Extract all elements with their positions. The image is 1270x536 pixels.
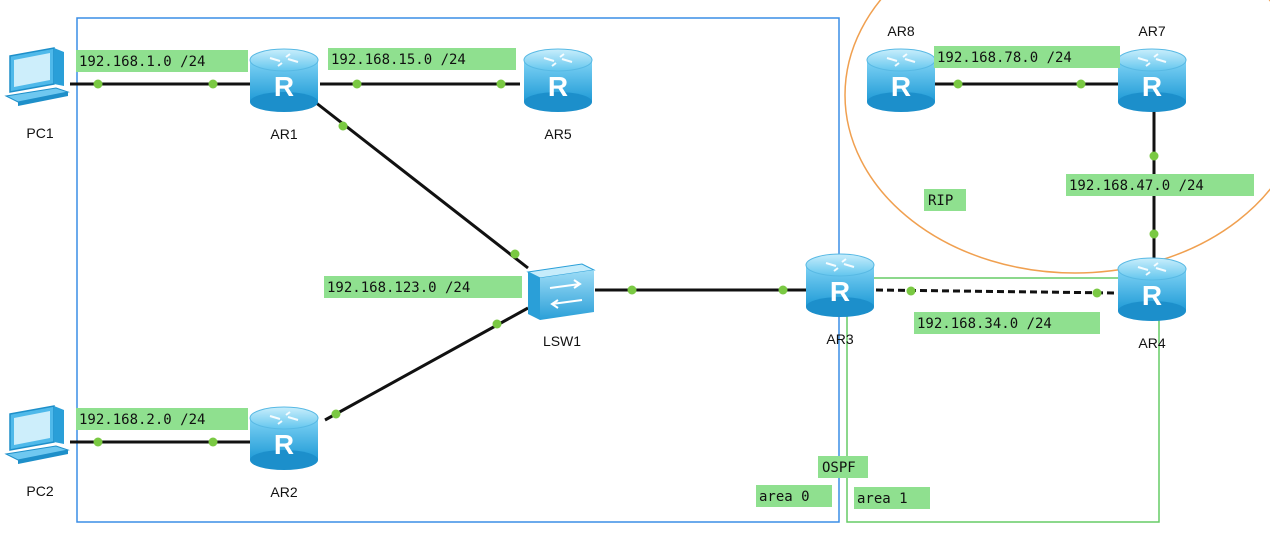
svg-text:192.168.47.0 /24: 192.168.47.0 /24: [1069, 178, 1204, 194]
region-label-ospf: OSPF: [818, 456, 868, 478]
device-ar1[interactable]: AR1: [249, 48, 319, 142]
device-pc2[interactable]: PC2: [5, 405, 69, 499]
device-ar4[interactable]: AR4: [1117, 257, 1187, 351]
device-label: AR8: [887, 23, 914, 39]
device-pc1[interactable]: PC1: [5, 47, 69, 141]
device-lsw1[interactable]: LSW1: [527, 263, 595, 349]
svg-text:RIP: RIP: [928, 193, 953, 209]
svg-text:area 0: area 0: [759, 489, 810, 505]
svg-text:area 1: area 1: [857, 491, 908, 507]
device-label: AR2: [270, 484, 297, 500]
switch-icon: [527, 263, 595, 321]
device-ar8[interactable]: AR8: [866, 23, 936, 113]
router-icon: [249, 406, 319, 471]
region-label-area0: area 0: [756, 485, 832, 507]
net-label-192-168-34: 192.168.34.0 /24: [914, 312, 1100, 334]
svg-text:192.168.78.0 /24: 192.168.78.0 /24: [937, 50, 1072, 66]
device-label: AR5: [544, 126, 571, 142]
links: [70, 82, 1156, 444]
device-ar2[interactable]: AR2: [249, 406, 319, 500]
svg-text:192.168.1.0 /24: 192.168.1.0 /24: [79, 54, 205, 70]
device-label: AR4: [1138, 335, 1165, 351]
link-ar3-ar4: [875, 288, 1119, 295]
net-label-192-168-15: 192.168.15.0 /24: [328, 48, 516, 70]
net-label-192-168-47: 192.168.47.0 /24: [1066, 174, 1254, 196]
device-label: LSW1: [543, 333, 581, 349]
port-dots: [93, 79, 1159, 447]
region-label-rip: RIP: [924, 189, 966, 211]
link-ar1-lsw1: [314, 100, 529, 270]
device-ar7[interactable]: AR7: [1117, 23, 1187, 113]
svg-text:192.168.15.0 /24: 192.168.15.0 /24: [331, 52, 466, 68]
area0-border: [76, 17, 840, 523]
pc-icon: [5, 47, 69, 107]
device-ar5[interactable]: AR5: [523, 48, 593, 142]
router-icon: [249, 48, 319, 113]
device-ar3[interactable]: AR3: [805, 253, 875, 347]
svg-text:192.168.123.0 /24: 192.168.123.0 /24: [327, 280, 470, 296]
svg-text:192.168.34.0 /24: 192.168.34.0 /24: [917, 316, 1052, 332]
device-label: AR7: [1138, 23, 1165, 39]
pc-icon: [5, 405, 69, 465]
router-icon: [866, 48, 936, 113]
device-label: PC2: [26, 483, 53, 499]
router-icon: [523, 48, 593, 113]
net-label-192-168-2: 192.168.2.0 /24: [76, 408, 248, 430]
device-label: AR3: [826, 331, 853, 347]
router-icon: [805, 253, 875, 318]
router-icon: [1117, 48, 1187, 113]
svg-text:OSPF: OSPF: [822, 460, 856, 476]
net-label-192-168-78: 192.168.78.0 /24: [934, 46, 1120, 68]
rip-border: [844, 0, 1270, 274]
svg-text:192.168.2.0 /24: 192.168.2.0 /24: [79, 412, 205, 428]
net-label-192-168-123: 192.168.123.0 /24: [324, 276, 522, 298]
device-label: PC1: [26, 125, 53, 141]
device-label: AR1: [270, 126, 297, 142]
area1-border: [846, 277, 1160, 523]
region-label-area1: area 1: [854, 487, 930, 509]
net-label-192-168-1: 192.168.1.0 /24: [76, 50, 248, 72]
router-icon: [1117, 257, 1187, 322]
